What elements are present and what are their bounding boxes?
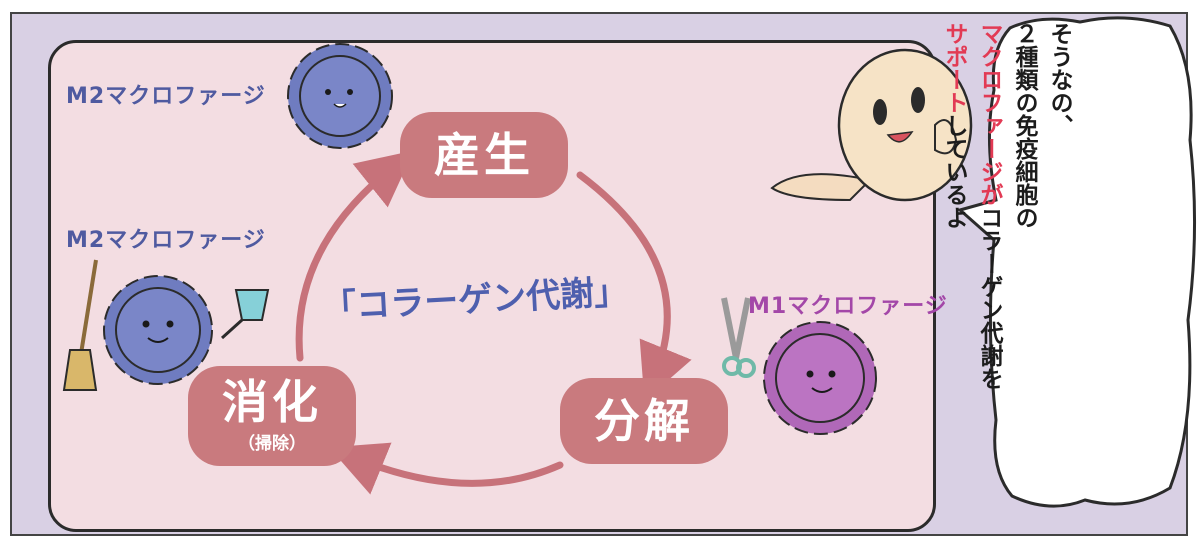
node-decompose-label: 分解 [594, 394, 694, 448]
m1-macrophage-right-icon [721, 297, 877, 435]
m1-label-right: M1マクロファージ [748, 294, 948, 319]
node-digest-note: （掃除） [238, 433, 306, 454]
node-digest: 消化 （掃除） [188, 366, 356, 466]
node-produce: 産生 [400, 112, 568, 198]
arrow-digest-to-produce [295, 150, 414, 362]
arrow-produce-to-decompose [576, 171, 692, 401]
speech-line-3-rest: コラーゲン代謝を [976, 206, 1002, 390]
speech-line-3-highlight: マクロファージが [976, 22, 1002, 206]
node-produce-label: 産生 [434, 128, 534, 182]
m2-macrophage-top-icon [287, 43, 393, 149]
m2-label-left: M2マクロファージ [66, 228, 266, 253]
arrow-decompose-to-digest [329, 442, 564, 495]
node-decompose: 分解 [560, 378, 728, 464]
m2-label-top: M2マクロファージ [66, 84, 266, 109]
speech-bubble [956, 16, 1197, 508]
speech-text: そうなの、 ２種類の免疫細胞の マクロファージがコラーゲン代謝を サポートしてい… [936, 22, 1076, 502]
m2-macrophage-left-icon [62, 259, 270, 391]
speech-line-4: サポートしているよ [936, 22, 971, 502]
node-digest-label: 消化 [222, 374, 322, 429]
speech-line-2: ２種類の免疫細胞の [1011, 22, 1037, 229]
speech-line-4-rest: しているよ [941, 114, 967, 229]
speech-line-1: そうなの、 [1046, 22, 1072, 137]
speech-line-4-highlight: サポート [941, 22, 967, 114]
mascot-character-icon [770, 48, 973, 202]
speech-line-3: マクロファージがコラーゲン代謝を [971, 22, 1006, 502]
